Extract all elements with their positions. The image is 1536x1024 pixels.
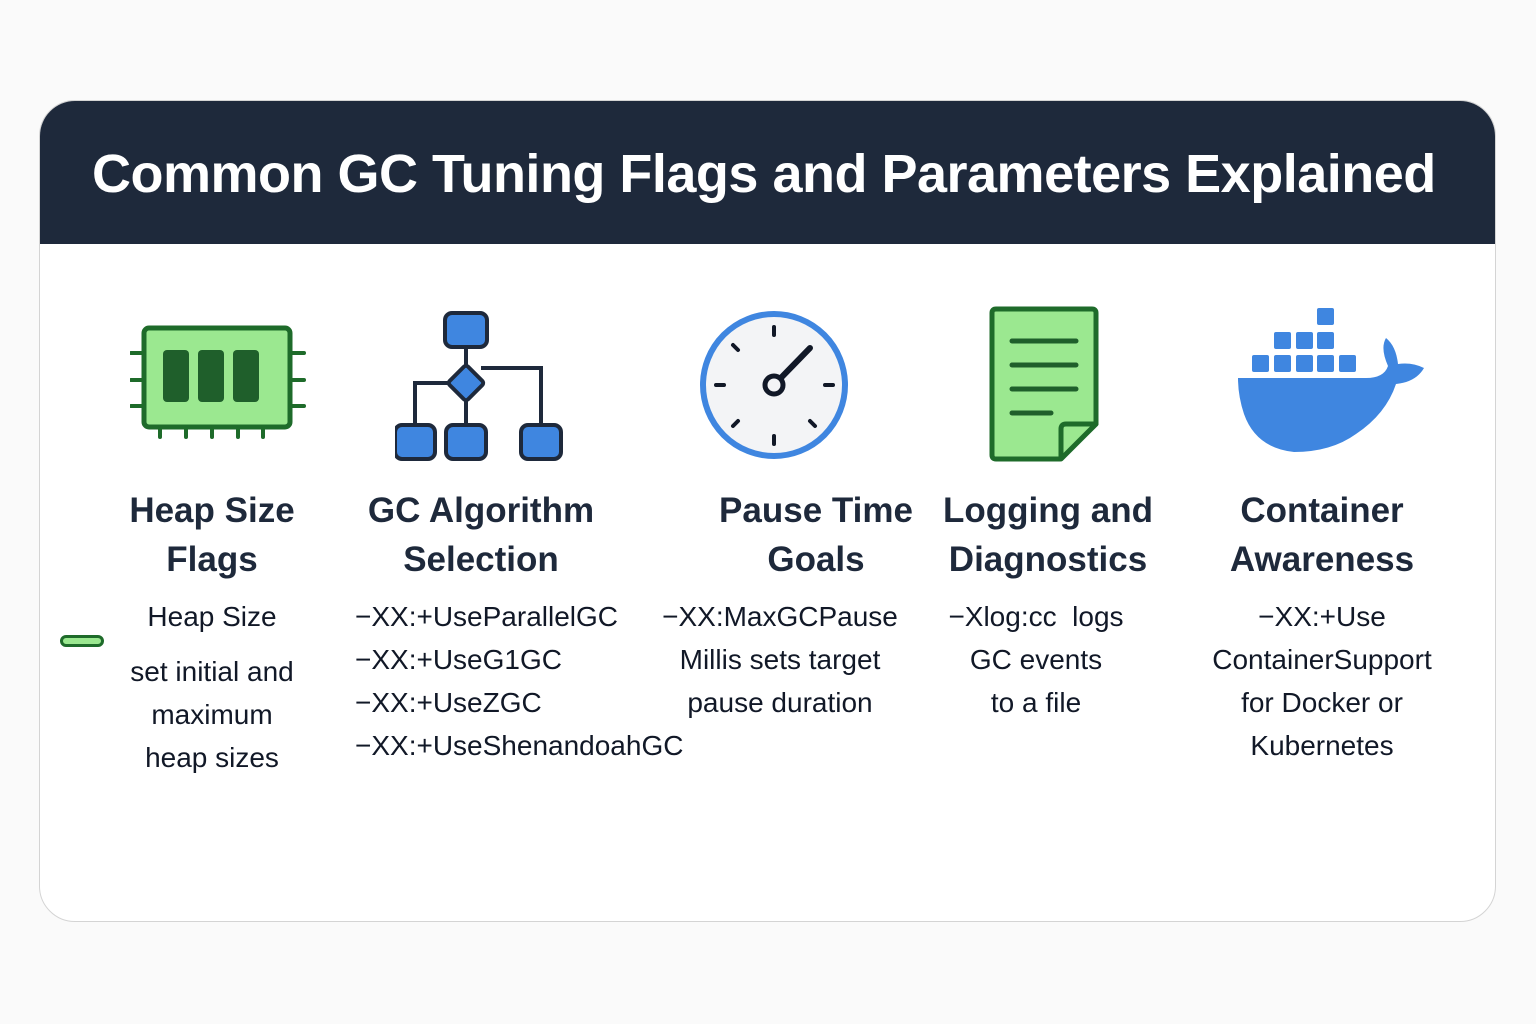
desc-container: −XX:+Use ContainerSupport for Docker or … xyxy=(1162,595,1482,767)
heading-line: Selection xyxy=(403,540,559,579)
flag-parallel-gc: −XX:+UseParallelGC xyxy=(355,601,619,632)
document-icon xyxy=(989,306,1099,462)
memory-chip-mini-icon xyxy=(60,635,104,647)
heading-gc-algorithm: GC Algorithm Selection xyxy=(321,486,641,584)
desc-line: GC events xyxy=(969,644,1103,675)
heading-line: Pause Time xyxy=(719,491,913,530)
desc-gc-algorithm: −XX:+UseParallelGC −XX:+UseG1GC −XX:+Use… xyxy=(355,595,715,767)
heading-line: Flags xyxy=(166,540,258,579)
clock-icon xyxy=(700,311,848,459)
desc-line: Heap Size xyxy=(52,595,372,650)
desc-logging: −Xlog:cc logs GC events to a file xyxy=(876,595,1196,724)
desc-line: −Xlog:cc logs xyxy=(948,601,1124,632)
desc-line: −XX:+Use xyxy=(1258,601,1386,632)
heading-line: Awareness xyxy=(1229,540,1415,579)
heading-line: Goals xyxy=(767,540,865,579)
desc-line: Kubernetes xyxy=(1250,730,1394,761)
flag-g1gc: −XX:+UseG1GC xyxy=(355,644,562,675)
desc-line: Millis sets target xyxy=(679,644,881,675)
desc-line: set initial and xyxy=(130,656,294,687)
flag-shenandoah-gc: −XX:+UseShenandoahGC xyxy=(355,730,684,761)
desc-line: pause duration xyxy=(687,687,873,718)
desc-pause-time: −XX:MaxGCPause Millis sets target pause … xyxy=(620,595,940,724)
heading-logging: Logging and Diagnostics xyxy=(888,486,1208,584)
heading-heap-size: Heap Size Flags xyxy=(52,486,372,584)
desc-line: ContainerSupport xyxy=(1212,644,1432,675)
desc-line: heap sizes xyxy=(145,742,279,773)
desc-line: to a file xyxy=(990,687,1082,718)
flag-zgc: −XX:+UseZGC xyxy=(355,687,542,718)
page-title: Common GC Tuning Flags and Parameters Ex… xyxy=(92,144,1436,204)
infographic-card: Common GC Tuning Flags and Parameters Ex… xyxy=(39,100,1496,922)
heading-pause-time: Pause Time Goals xyxy=(656,486,976,584)
heading-line: GC Algorithm xyxy=(367,491,595,530)
heading-line: Diagnostics xyxy=(948,540,1148,579)
heading-container: Container Awareness xyxy=(1162,486,1482,584)
desc-line: −XX:MaxGCPause xyxy=(662,601,898,632)
header-bar: Common GC Tuning Flags and Parameters Ex… xyxy=(40,101,1495,244)
heading-line: Logging and xyxy=(943,491,1153,530)
desc-text: Heap Size xyxy=(147,601,277,632)
heading-line: Container xyxy=(1240,491,1404,530)
memory-chip-icon xyxy=(130,325,306,439)
desc-heap-size: Heap Size set initial and maximum heap s… xyxy=(52,595,372,779)
desc-line: maximum xyxy=(151,699,273,730)
docker-whale-icon xyxy=(1238,308,1424,452)
flowchart-icon xyxy=(395,311,563,461)
desc-line: for Docker or xyxy=(1241,687,1403,718)
heading-line: Heap Size xyxy=(129,491,295,530)
